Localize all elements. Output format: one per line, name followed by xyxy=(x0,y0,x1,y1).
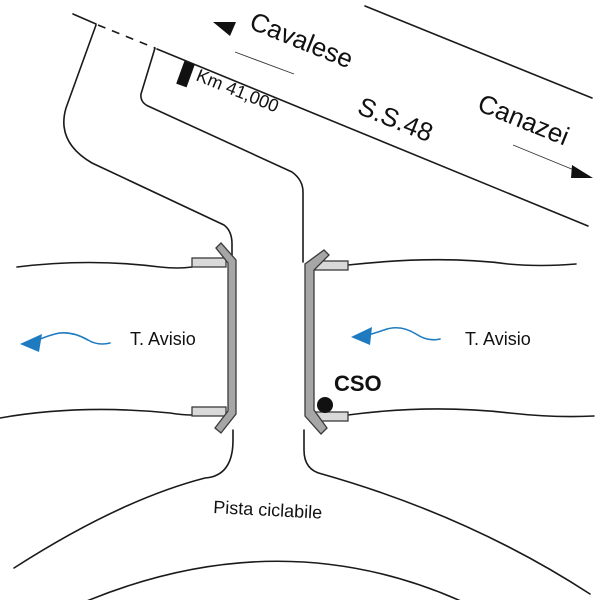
arrow-shaft xyxy=(512,144,575,171)
wing-slab-lower-left xyxy=(191,406,227,417)
label-km-marker: Km 41,000 xyxy=(194,65,282,116)
label-river-left: T. Avisio xyxy=(130,329,196,349)
cso-outfall-marker xyxy=(317,397,333,413)
flow-arrow-shaft xyxy=(35,332,111,345)
arrow-shaft xyxy=(234,51,295,75)
flow-arrow-left xyxy=(20,332,111,352)
access-road-right-edge xyxy=(140,47,304,263)
cycle-path-upper-left xyxy=(13,429,234,569)
road-lower-edge-left xyxy=(72,13,97,25)
cycle-path-upper-right xyxy=(303,429,591,595)
arrow-to-cavalese xyxy=(213,22,295,75)
km-marker-post xyxy=(176,61,195,88)
bridge-left-wall xyxy=(191,242,237,434)
road-lower-edge xyxy=(156,48,589,227)
wing-slab-upper-left xyxy=(191,257,227,268)
abutment-wall-right xyxy=(304,249,330,435)
label-canazei: Canazei xyxy=(474,88,574,152)
river-bank-upper-left xyxy=(16,261,193,269)
flow-arrow-right xyxy=(351,326,441,345)
road-upper-edge xyxy=(364,5,593,99)
flow-arrow-left-head-icon xyxy=(20,334,42,352)
river-bank-upper-right xyxy=(347,258,577,267)
bridge-right-wall xyxy=(304,249,349,435)
flow-arrow-shaft xyxy=(367,326,441,341)
road-ss48 xyxy=(72,5,593,227)
label-cso: CSO xyxy=(334,371,382,396)
label-road-name: S.S.48 xyxy=(354,91,438,148)
flow-arrow-right-head-icon xyxy=(351,327,372,345)
cycle-path-lower-edge xyxy=(87,560,461,600)
arrow-to-canazei xyxy=(512,144,593,178)
label-river-right: T. Avisio xyxy=(465,329,531,349)
access-road-left-edge xyxy=(63,24,233,263)
label-cavalese: Cavalese xyxy=(246,6,358,74)
river-bank-lower-right xyxy=(347,408,595,418)
road-lower-edge-dashed xyxy=(97,24,156,49)
label-cycle-path: Pista ciclabile xyxy=(213,497,323,523)
arrow-right-head-icon xyxy=(571,165,593,178)
river-banks xyxy=(0,258,595,419)
abutment-wall-left xyxy=(214,242,237,434)
access-road xyxy=(13,24,591,600)
river-bank-lower-left xyxy=(0,408,193,419)
arrow-left-head-icon xyxy=(213,22,236,36)
